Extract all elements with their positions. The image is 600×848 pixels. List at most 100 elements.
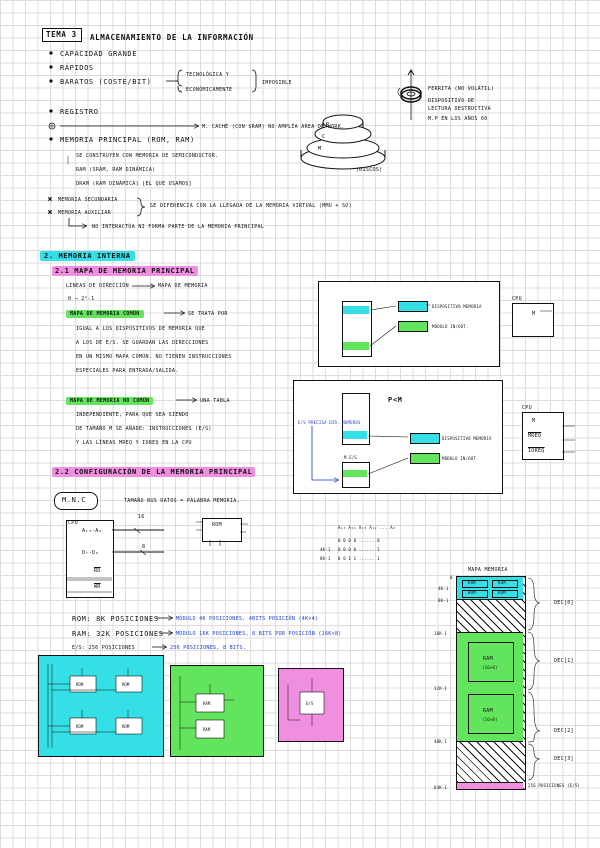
- dram-label: DRAM (RAM DINÁMICA) [EL QUE USAMOS]: [76, 181, 192, 187]
- mapa-ram1-sub: (16×8): [482, 665, 498, 670]
- mapa-zero: 0: [450, 575, 453, 580]
- mapa-label: MAPA DE MEMORIA: [158, 283, 208, 289]
- cpu-box-3: [66, 520, 114, 598]
- m-es-label: M E/S: [344, 455, 358, 460]
- tema-box: [42, 28, 82, 42]
- range-label: 0 → 2ᵐ-1: [68, 296, 95, 302]
- cpu-ioreq: IOREQ: [528, 448, 545, 454]
- noncommon-dev-box: [410, 433, 440, 444]
- cpu-mreq: MREQ: [528, 433, 542, 439]
- mapa-es-block: [457, 782, 523, 789]
- cpu-label-3: CPU: [68, 520, 78, 526]
- mapa-title: MAPA MEMORIA: [468, 567, 508, 573]
- svg-text:R: R: [326, 122, 330, 128]
- mapa-rom-cell-1: [462, 580, 488, 588]
- es-detail: 256 POSICIONES, 8 BITS.: [170, 645, 247, 651]
- bus8-label: 8: [142, 544, 146, 550]
- mapa-ram2-label: RAM: [483, 708, 493, 714]
- mapa-es-pos: 256 POSICIONES (E/S): [528, 783, 581, 788]
- ferrita-l2: DISPOSITIVO DE: [428, 98, 475, 104]
- mapa-ram-chip-1: [468, 642, 514, 682]
- rom-chip-4-text: ROM: [122, 724, 130, 729]
- impossible-label: IMPOSIBLE: [262, 80, 292, 86]
- nocomun-l1: INDEPENDIENTE, PARA QUE SEA SIENDO: [76, 412, 189, 418]
- mp-label: MEMORIA PRINCIPAL (ROM, RAM): [60, 136, 195, 144]
- common-map-green: [343, 342, 369, 350]
- es-line: E/S: 256 POSICIONES: [72, 645, 135, 651]
- ram-chip-2-text: RAM: [203, 727, 211, 732]
- common-dev-box: [398, 301, 428, 312]
- ferrita-l3: LECTURA DESTRUCTIVA: [428, 106, 491, 112]
- nocomun-l3: Y LAS LÍNEAS MREQ Y IOREQ EN LA CPU: [76, 440, 192, 446]
- es-chip-text: E/S: [306, 701, 314, 706]
- ram-chip-1-text: RAM: [203, 701, 211, 706]
- mapa-rom-cell-4-text: ROM: [498, 590, 506, 595]
- row-8k: 8K-1: [320, 556, 331, 561]
- comun-label: MAPA DE MEMORIA COMÚN: [66, 310, 144, 318]
- cpu-m-2: M: [532, 418, 536, 424]
- cache-label: M. CACHÉ (CON SRAM) NO AMPLÍA ÁREA DE WO…: [202, 124, 345, 130]
- comun-l1: IGUAL A LOS DISPOSITIVOS DE MEMORIA QUE: [76, 326, 206, 332]
- rom-config-panel: [38, 655, 164, 757]
- comun-l2: A LOS DE E/S. SE GUARDAN LAS DIRECCIONES: [76, 340, 209, 346]
- mapa-32k: 32K-1: [434, 686, 448, 691]
- cpu-box-2: [522, 412, 564, 460]
- mapa-8k: 8K-1: [438, 598, 449, 603]
- common-io-label: MÓDULO IN/OUT.: [432, 324, 469, 329]
- discos-label: (DISCOS): [356, 167, 383, 173]
- noncommon-map-cyan: [343, 431, 367, 439]
- ram-detail: MÓDULO 16K POSICIONES, 8 BITS POR POSICI…: [176, 631, 342, 637]
- nocomun-label: MAPA DE MEMORIA NO COMÚN: [66, 397, 154, 405]
- mapa-dec3: DEC[3]: [554, 756, 574, 762]
- row2-label: 0 0 1 1 ...... 1: [338, 556, 380, 561]
- brace-top: TECNOLÓGICA Y: [186, 72, 230, 78]
- addr-label: A₁₅-A₀: [82, 528, 102, 534]
- rom-chip-3-text: ROM: [76, 724, 84, 729]
- mapa-64k: 64K-1: [434, 785, 448, 790]
- mapa-16k: 16K-1: [434, 631, 448, 636]
- rom-chip-2-text: ROM: [122, 682, 130, 687]
- registro-label: REGISTRO: [60, 108, 99, 116]
- tam-label: TAMAÑO BUS DATOS = PALABRA MEMORIA.: [124, 498, 240, 504]
- mapa-4k: 4K-1: [438, 586, 449, 591]
- rom-detail: MÓDULO 4K POSICIONES, 4BITS POSICIÓN (4K…: [176, 616, 319, 622]
- mapa-rom-cell-3-text: ROM: [468, 590, 476, 595]
- bus16-label: 16: [138, 514, 145, 520]
- noncommon-dev-label: DISPOSITIVO MEMORIA: [442, 436, 492, 441]
- common-io-box: [398, 321, 428, 332]
- svg-text:M: M: [318, 146, 321, 152]
- ferrita-l1: FERRITA (NO VOLÁTIL): [428, 86, 495, 92]
- row0-label: 0 0 0 0 ...... 0: [338, 538, 380, 543]
- built-label: SE CONSTRUYEN CON MEMORIA DE SEMICONDUCT…: [76, 153, 219, 159]
- common-dev-label: DISPOSITIVO MEMORIA: [432, 304, 482, 309]
- pm-label: P<M: [388, 396, 403, 404]
- cpu-box-1: [512, 303, 554, 337]
- section2-title: 2. MEMORIA INTERNA: [40, 251, 135, 261]
- row-4k: 4K-1: [320, 547, 331, 552]
- row1-label: 0 0 0 0 ...... 1: [338, 547, 380, 552]
- mapa-dec0: DEC[0]: [554, 600, 574, 606]
- mnc-label: M.N.C: [62, 496, 87, 504]
- cpu-m-1: M: [532, 311, 536, 317]
- nocomun-l2: DE TAMAÑO M SE AÑADE: INSTRUCCIONES (E/S…: [76, 426, 212, 432]
- section22-title: 2.2 CONFIGURACIÓN DE LA MEMORIA PRINCIPA…: [52, 467, 256, 477]
- noncommon-io-box: [410, 453, 440, 464]
- data-label: D₇-D₀: [82, 550, 99, 556]
- no-interact-label: NO INTERACTÚA NI FORMA PARTE DE LA MEMOR…: [92, 224, 265, 230]
- auxiliary-label: MEMORIA AUXILIAR: [58, 210, 111, 216]
- rom-chip-label: ROM: [212, 522, 222, 528]
- wr-label: WR: [94, 584, 101, 590]
- tema-label: TEMA 3: [46, 30, 77, 39]
- tabla2-label: UNA TABLA: [200, 398, 230, 404]
- rom-chip-1-text: ROM: [76, 682, 84, 687]
- rom-line: ROM: 8K POSICIONES: [72, 615, 159, 623]
- cpu-label-2: CPU: [522, 405, 532, 411]
